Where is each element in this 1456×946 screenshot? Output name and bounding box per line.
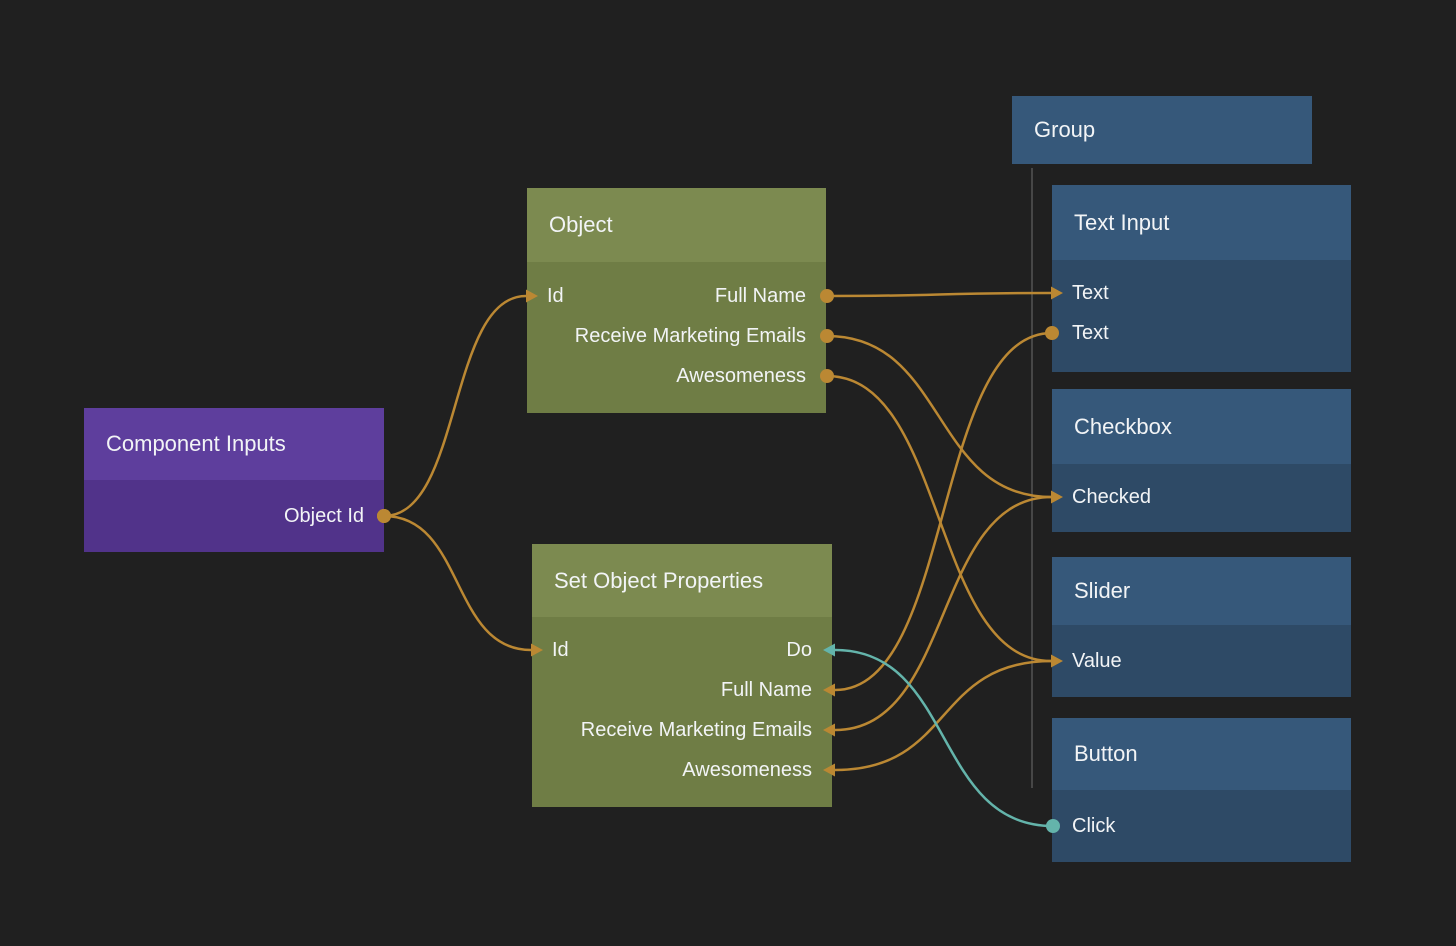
- port-value[interactable]: Value: [1072, 650, 1122, 672]
- node-button[interactable]: Button Click: [1052, 718, 1351, 862]
- port-object-id-output[interactable]: Object Id: [283, 505, 364, 527]
- edge-awesomeness-to-value[interactable]: [826, 374, 1052, 663]
- node-slider[interactable]: Slider Value: [1052, 557, 1351, 697]
- port-text-input-text-output[interactable]: Text: [1072, 322, 1109, 344]
- node-title-object: Object: [527, 188, 826, 262]
- port-text-input-text-input[interactable]: Text: [1072, 282, 1109, 304]
- node-body-slider: Value: [1052, 625, 1351, 697]
- node-title-set-object-properties: Set Object Properties: [532, 544, 832, 617]
- edge-object-id-to-object-id[interactable]: [383, 294, 527, 518]
- node-body-object: Id Full Name Receive Marketing Emails Aw…: [527, 262, 826, 413]
- node-group[interactable]: Group: [1012, 96, 1312, 164]
- node-body-component-inputs: Object Id: [84, 480, 384, 552]
- node-title-button: Button: [1052, 718, 1351, 790]
- port-click-output[interactable]: Click: [1072, 815, 1116, 837]
- edge-text-to-sop-full-name[interactable]: [834, 331, 1053, 692]
- node-title-group: Group: [1012, 96, 1312, 164]
- node-title-slider: Slider: [1052, 557, 1351, 625]
- port-checked[interactable]: Checked: [1072, 486, 1151, 508]
- port-sop-receive-marketing-emails-input[interactable]: Receive Marketing Emails: [580, 719, 812, 741]
- edge-object-id-to-sop-id[interactable]: [383, 514, 532, 652]
- group-connector-line: [1031, 168, 1033, 788]
- node-component-inputs[interactable]: Component Inputs Object Id: [84, 408, 384, 552]
- port-object-id-input[interactable]: Id: [547, 285, 564, 307]
- port-awesomeness-output[interactable]: Awesomeness: [676, 365, 806, 387]
- port-do-signal-input[interactable]: Do: [786, 639, 812, 661]
- node-title-component-inputs: Component Inputs: [84, 408, 384, 480]
- port-sop-id-input[interactable]: Id: [552, 639, 569, 661]
- edge-marketing-to-checked[interactable]: [826, 334, 1052, 499]
- edge-checked-to-sop-marketing[interactable]: [834, 495, 1053, 732]
- port-sop-full-name-input[interactable]: Full Name: [720, 679, 812, 701]
- node-body-button: Click: [1052, 790, 1351, 862]
- port-sop-awesomeness-input[interactable]: Awesomeness: [682, 759, 812, 781]
- node-body-text-input: Text Text: [1052, 260, 1351, 372]
- node-checkbox[interactable]: Checkbox Checked: [1052, 389, 1351, 532]
- edge-full-name-to-text[interactable]: [826, 291, 1052, 298]
- node-text-input[interactable]: Text Input Text Text: [1052, 185, 1351, 372]
- node-title-text-input: Text Input: [1052, 185, 1351, 260]
- node-body-checkbox: Checked: [1052, 464, 1351, 532]
- edge-click-to-do[interactable]: [834, 648, 1054, 828]
- port-full-name-output[interactable]: Full Name: [714, 285, 806, 307]
- node-body-set-object-properties: Id Do Full Name Receive Marketing Emails…: [532, 617, 832, 807]
- node-title-checkbox: Checkbox: [1052, 389, 1351, 464]
- port-receive-marketing-emails-output[interactable]: Receive Marketing Emails: [574, 325, 806, 347]
- node-object[interactable]: Object Id Full Name Receive Marketing Em…: [527, 188, 826, 413]
- edge-value-to-sop-awesomeness[interactable]: [834, 659, 1053, 772]
- node-set-object-properties[interactable]: Set Object Properties Id Do Full Name Re…: [532, 544, 832, 807]
